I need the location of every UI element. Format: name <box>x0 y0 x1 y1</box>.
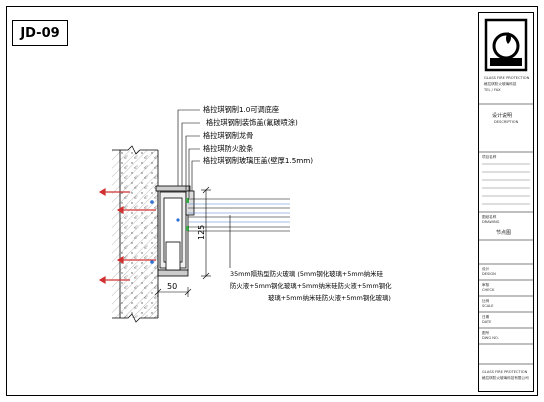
drawing-name: 节点图 <box>496 230 512 236</box>
callout-adjustable-base: 格拉琪钢制1.0可调底座 <box>203 105 279 114</box>
callout-glass-cap: 格拉琪钢制玻璃压盖(壁厚1.5mm) <box>203 156 313 165</box>
field-check-en: CHECK <box>482 288 495 292</box>
detail-drawing: 125 50 格拉琪钢制1.0可调底座 格拉琪钢制装饰盖(氟碳喷涂) 格拉琪钢制… <box>98 105 392 323</box>
dimension-height <box>201 186 211 280</box>
field-design-en: DESIGN <box>482 272 496 276</box>
field-dwg-no: 图号 <box>482 331 490 335</box>
field-date: 日期 <box>482 315 490 319</box>
dimension-height-label: 125 <box>197 225 206 240</box>
fire-gaskets <box>186 198 189 231</box>
sheet-code: JD-09 <box>20 25 60 41</box>
steel-frame-profile <box>155 185 195 277</box>
company-line-3: TEL / FAX <box>484 88 501 92</box>
glass-note-line-3: 玻璃+5mm纳米硅防火液+5mm钢化玻璃) <box>268 293 391 302</box>
field-drawing-en: DRAWING <box>482 220 500 224</box>
title-block-border <box>478 12 534 392</box>
field-dwg-no-en: DWG NO. <box>482 336 499 340</box>
field-design: 设计 <box>482 267 490 271</box>
footer-line-1: GLASS FIRE PROTECTION <box>482 370 528 374</box>
glass-note-line-2: 防火液+5mm钢化玻璃+5mm纳米硅防火液+5mm钢化 <box>230 281 392 290</box>
dimension-width-label: 50 <box>167 282 177 291</box>
callout-steel-keel: 格拉琪钢制龙骨 <box>203 131 253 140</box>
fire-glass-panel <box>188 198 290 232</box>
field-scale: 比例 <box>482 299 490 303</box>
field-check: 审核 <box>482 283 490 287</box>
company-logo <box>484 18 528 72</box>
glass-note-line-1: 35mm隔热型防火玻璃 (5mm钢化玻璃+5mm纳米硅 <box>230 269 384 278</box>
sheet-code-label: JD-09 <box>12 20 68 46</box>
marker-points <box>150 200 180 264</box>
field-drawing: 图纸名称 <box>482 215 497 219</box>
field-project: 项目名称 <box>482 155 497 159</box>
field-date-en: DATE <box>482 320 492 324</box>
design-sub: DESCRIPTION <box>494 120 519 124</box>
company-line-1: GLASS FIRE PROTECTION <box>484 76 530 80</box>
field-scale-en: SCALE <box>482 304 494 308</box>
wall-section <box>112 145 159 323</box>
title-block-grid <box>478 18 534 365</box>
drawing-frame <box>6 6 538 396</box>
anchor-screws <box>98 187 156 285</box>
design-label: 设计说明 <box>492 113 513 119</box>
callout-fire-gasket: 格拉琪防火胶条 <box>203 144 253 153</box>
title-block: GLASS FIRE PROTECTION 格拉琪防火玻璃科技 TEL / FA… <box>478 12 534 392</box>
company-line-2: 格拉琪防火玻璃科技 <box>484 82 517 86</box>
callout-leaders <box>177 109 231 268</box>
dimension-width <box>154 287 192 297</box>
callout-decor-cover: 格拉琪钢制装饰盖(氟碳喷涂) <box>206 118 298 127</box>
footer-line-2: 格拉琪防火玻璃科技有限公司 <box>482 376 529 380</box>
